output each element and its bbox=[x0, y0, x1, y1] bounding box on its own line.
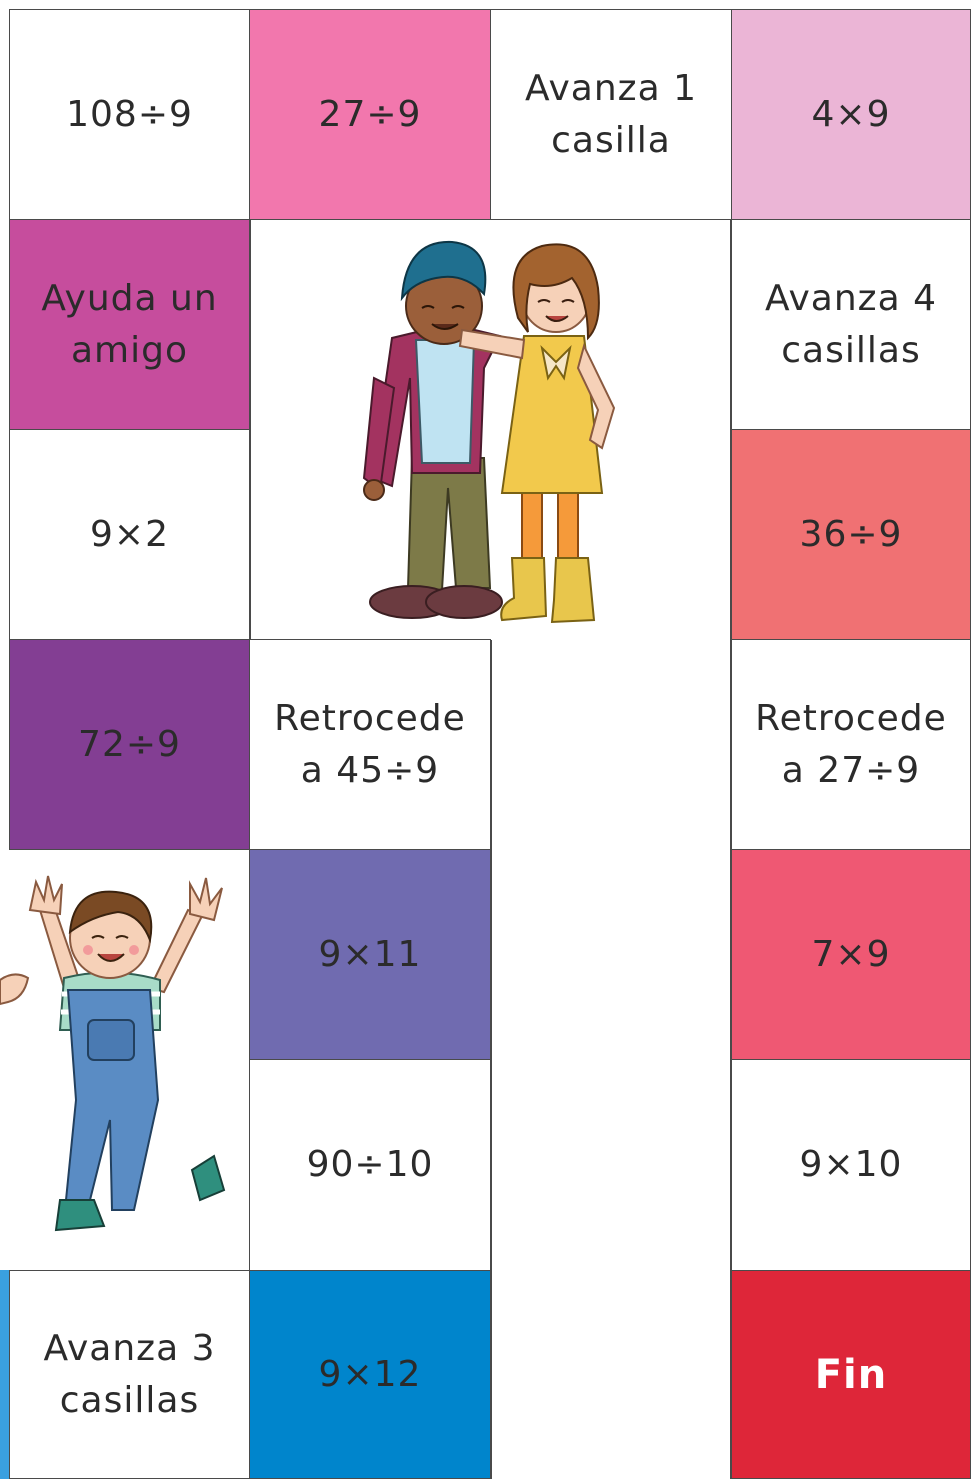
square-label: Ayuda un amigo bbox=[41, 277, 218, 371]
square-label: 9×2 bbox=[90, 513, 169, 555]
boy-turban-figure bbox=[362, 240, 503, 619]
board-square[interactable]: Avanza 3 casillas bbox=[9, 1270, 250, 1479]
square-label: 90÷10 bbox=[306, 1144, 434, 1185]
board-square[interactable]: 108÷9 bbox=[9, 9, 250, 220]
path-border-left bbox=[490, 640, 492, 1479]
board-square[interactable]: Retrocede a 45÷9 bbox=[249, 639, 491, 850]
girl-figure bbox=[458, 243, 616, 624]
square-label: 108÷9 bbox=[66, 93, 193, 135]
board-square[interactable]: Ayuda un amigo bbox=[9, 219, 250, 430]
edge-strip bbox=[0, 1270, 9, 1479]
square-label: 27÷9 bbox=[318, 93, 422, 135]
square-label: 4×9 bbox=[811, 93, 891, 135]
square-label: 9×12 bbox=[318, 1353, 422, 1395]
board-square[interactable]: Avanza 1 casilla bbox=[490, 9, 732, 220]
square-label: Avanza 3 casillas bbox=[43, 1327, 216, 1421]
board-square[interactable]: 7×9 bbox=[731, 849, 971, 1060]
square-label: Retrocede a 45÷9 bbox=[274, 697, 466, 791]
board-square[interactable]: 72÷9 bbox=[9, 639, 250, 850]
board-square[interactable]: 9×12 bbox=[249, 1270, 491, 1479]
square-label: 7×9 bbox=[811, 933, 891, 975]
two-friends-illustration bbox=[362, 240, 616, 624]
square-label: 9×11 bbox=[318, 933, 422, 975]
square-label: Retrocede a 27÷9 bbox=[755, 697, 947, 791]
finish-square[interactable]: Fin bbox=[731, 1270, 971, 1479]
board-square[interactable]: 36÷9 bbox=[731, 429, 971, 640]
board-square[interactable]: 27÷9 bbox=[249, 9, 491, 220]
path-border-right bbox=[730, 219, 732, 1479]
board-square[interactable]: 90÷10 bbox=[249, 1059, 491, 1271]
square-label: 36÷9 bbox=[799, 513, 903, 555]
board-square[interactable]: Retrocede a 27÷9 bbox=[731, 639, 971, 850]
path-border-top bbox=[249, 219, 251, 640]
square-label: Avanza 1 casilla bbox=[524, 67, 697, 161]
cheering-boy-illustration bbox=[0, 875, 226, 1232]
board-square[interactable]: 9×11 bbox=[249, 849, 491, 1060]
board-square[interactable]: 9×2 bbox=[9, 429, 250, 640]
square-label: 9×10 bbox=[799, 1144, 903, 1185]
board-square[interactable]: Avanza 4 casillas bbox=[731, 219, 971, 430]
board-square[interactable]: 9×10 bbox=[731, 1059, 971, 1271]
square-label: 72÷9 bbox=[78, 723, 181, 765]
board-square[interactable]: 4×9 bbox=[731, 9, 971, 220]
finish-label: Fin bbox=[814, 1351, 888, 1398]
square-label: Avanza 4 casillas bbox=[764, 277, 937, 371]
